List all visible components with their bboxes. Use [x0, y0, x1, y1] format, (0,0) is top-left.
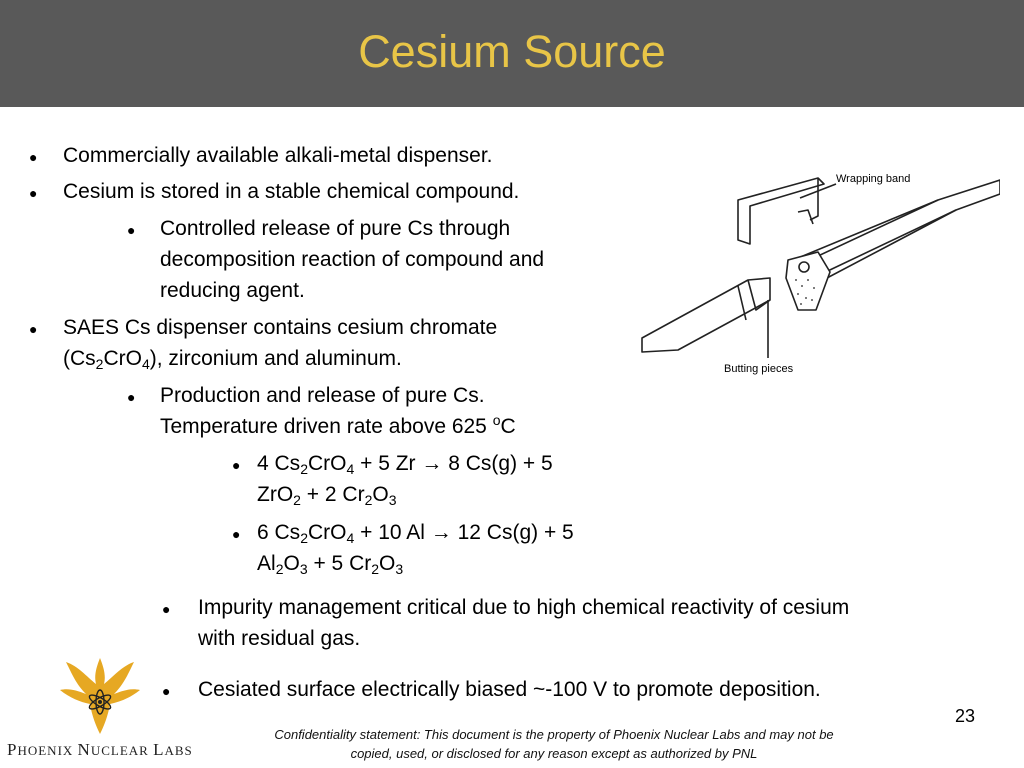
subscript: 2	[300, 530, 308, 546]
bullet-text: Controlled release of pure Cs through	[160, 217, 511, 240]
bullet-dot: ●	[29, 321, 38, 337]
bullet-dot: ●	[162, 683, 171, 699]
subscript: 2	[371, 561, 380, 577]
bullet-text: Cesiated surface electrically biased ~-1…	[198, 678, 821, 701]
text-run: O	[372, 483, 389, 506]
brand-part: HOENIX	[17, 743, 78, 758]
subscript: 4	[346, 461, 355, 477]
conf-line: Confidentiality statement: This document…	[274, 727, 834, 742]
bullet-text: Cesium is stored in a stable chemical co…	[63, 180, 520, 203]
phoenix-icon	[60, 658, 140, 734]
bullet-dot: ●	[29, 185, 38, 201]
equation-al-line2: Al2O3 + 5 Cr2O3	[257, 548, 403, 579]
bullet-text: Commercially available alkali-metal disp…	[63, 144, 493, 167]
bullet-dot: ●	[127, 389, 136, 405]
bullet-dot: ●	[29, 149, 38, 165]
brand-part: ABS	[164, 743, 193, 758]
text-run: O	[283, 552, 300, 575]
text-run: Al	[257, 552, 276, 575]
text-run: O	[379, 552, 396, 575]
text-run: ZrO	[257, 483, 294, 506]
subscript: 3	[395, 561, 404, 577]
bullet-dot: ●	[162, 601, 171, 617]
subscript: 3	[299, 561, 308, 577]
text-run: Temperature driven rate above 625	[160, 415, 493, 438]
text-run: C	[500, 415, 516, 438]
bullet-dot: ●	[127, 222, 136, 238]
subscript: 3	[388, 492, 397, 508]
subscript: 2	[300, 461, 308, 477]
bullet-text: decomposition reaction of compound and	[160, 248, 545, 271]
text-run: CrO	[307, 521, 347, 544]
bullet-text: Impurity management critical due to high…	[198, 596, 850, 619]
equation-zr-line1: 4 Cs2CrO4 + 5 Zr → 8 Cs(g) + 5	[257, 448, 553, 479]
text-run: 4 Cs	[257, 452, 301, 475]
brand-part: P	[7, 740, 18, 759]
title-bar	[0, 0, 1024, 107]
dispenser-drawing: Wrapping band Butting pieces	[641, 173, 1001, 375]
bullet-dot: ●	[232, 457, 241, 473]
text-run: ), zirconium and aluminum.	[149, 347, 402, 370]
text-run: + 5 Zr → 8 Cs(g) + 5	[354, 452, 553, 475]
equation-zr-line2: ZrO2 + 2 Cr2O3	[257, 479, 397, 510]
subscript: 4	[141, 356, 150, 372]
superscript: o	[492, 412, 501, 428]
bullet-text-formula: (Cs2CrO4), zirconium and aluminum.	[63, 343, 402, 374]
subscript: 2	[364, 492, 373, 508]
text-run: 6 Cs	[257, 521, 301, 544]
brand-wordmark: PHOENIX NUCLEAR LABS	[7, 740, 193, 760]
text-run: + 5 Cr	[307, 552, 372, 575]
brand-part: UCLEAR	[90, 743, 154, 758]
slide-title: Cesium Source	[358, 26, 666, 77]
text-run: CrO	[103, 347, 142, 370]
conf-line: copied, used, or disclosed for any reaso…	[350, 746, 758, 761]
subscript: 4	[346, 530, 355, 546]
text-run: + 2 Cr	[300, 483, 365, 506]
page-number: 23	[955, 706, 976, 726]
bullet-text: Production and release of pure Cs.	[160, 384, 485, 407]
brand-part: N	[77, 740, 91, 759]
bullet-text: reducing agent.	[160, 279, 305, 302]
bullet-text: SAES Cs dispenser contains cesium chroma…	[63, 316, 498, 339]
dispenser-diagram: Wrapping band Butting pieces	[638, 160, 1001, 382]
subscript: 2	[275, 561, 284, 577]
text-run: CrO	[307, 452, 347, 475]
bullet-text: with residual gas.	[198, 627, 361, 650]
phoenix-logo	[56, 654, 144, 738]
text-run: + 10 Al → 12 Cs(g) + 5	[354, 521, 574, 544]
brand-part: L	[153, 740, 165, 759]
bullet-text-temp: Temperature driven rate above 625 oC	[160, 411, 516, 442]
wrapping-band-label: Wrapping band	[836, 173, 910, 185]
butting-pieces-label: Butting pieces	[724, 363, 794, 375]
subscript: 2	[95, 356, 104, 372]
confidentiality-statement: Confidentiality statement: This document…	[216, 725, 892, 763]
text-run: (Cs	[63, 347, 96, 370]
equation-al-line1: 6 Cs2CrO4 + 10 Al → 12 Cs(g) + 5	[257, 517, 574, 548]
subscript: 2	[293, 492, 301, 508]
bullet-dot: ●	[232, 526, 241, 542]
